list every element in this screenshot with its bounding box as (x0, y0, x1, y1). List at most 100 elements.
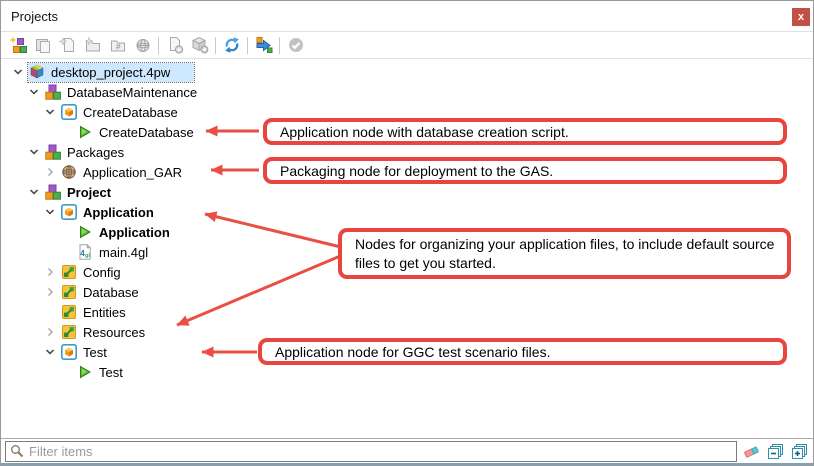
import-project-button[interactable] (30, 34, 55, 57)
vfolder-icon (61, 284, 77, 300)
tree-node[interactable]: Packages (44, 143, 127, 162)
chevron-down-icon[interactable] (44, 206, 56, 218)
tree-node[interactable]: Entities (60, 303, 129, 322)
tree-row[interactable]: CreateDatabase (2, 102, 812, 122)
tree-row[interactable]: Application_GAR (2, 162, 812, 182)
tree-node[interactable]: Application (60, 203, 157, 222)
tree-row[interactable]: Application (2, 202, 812, 222)
new-package-icon (134, 36, 152, 54)
toolbar-separator (247, 36, 248, 54)
tree-node[interactable]: desktop_project.4pw (26, 61, 196, 83)
new-project-button[interactable] (5, 34, 30, 57)
tree-node[interactable]: Test (76, 363, 126, 382)
chevron-spacer (44, 306, 56, 318)
search-icon (10, 444, 24, 458)
vfolder-icon (61, 264, 77, 280)
tree-row[interactable]: DatabaseMaintenance (2, 82, 812, 102)
collapse-all-button[interactable] (766, 442, 785, 461)
refresh-icon (223, 36, 241, 54)
refresh-button[interactable] (219, 34, 244, 57)
expand-all-icon (791, 443, 808, 460)
app-icon (61, 344, 77, 360)
close-button[interactable]: x (792, 8, 810, 26)
svg-text:gl: gl (85, 253, 90, 259)
tree-row[interactable]: desktop_project.4pw (2, 61, 812, 83)
tree-node[interactable]: Resources (60, 323, 148, 342)
project-icon (29, 64, 45, 80)
chevron-right-icon[interactable] (44, 326, 56, 338)
tree-node[interactable]: CreateDatabase (76, 123, 197, 142)
tree-row[interactable]: Application (2, 222, 812, 242)
tree-node[interactable]: Database (60, 283, 142, 302)
vfolder-icon (61, 324, 77, 340)
app-icon (61, 204, 77, 220)
tree-row[interactable]: Test (2, 342, 812, 362)
tree-row[interactable]: CreateDatabase (2, 122, 812, 142)
tree-node[interactable]: CreateDatabase (60, 103, 181, 122)
new-file-button[interactable] (55, 34, 80, 57)
tree-node[interactable]: Test (60, 343, 110, 362)
new-group-button[interactable] (80, 34, 105, 57)
tree-node[interactable]: Config (60, 263, 124, 282)
callout-create-database: Application node with database creation … (263, 118, 787, 145)
add-file-button[interactable] (162, 34, 187, 57)
chevron-down-icon[interactable] (12, 66, 24, 78)
callout-text: Application node with database creation … (280, 124, 569, 140)
add-package-button[interactable] (187, 34, 212, 57)
chevron-down-icon[interactable] (28, 146, 40, 158)
tree-row[interactable]: Resources (2, 322, 812, 342)
vfolder-icon (61, 304, 77, 320)
toolbar-separator (279, 36, 280, 54)
filter-input-box[interactable] (5, 440, 737, 462)
chevron-right-icon[interactable] (44, 286, 56, 298)
tree-node-label: DatabaseMaintenance (67, 84, 198, 100)
validate-button[interactable] (283, 34, 308, 57)
chevron-down-icon[interactable] (44, 346, 56, 358)
titlebar: Projects x (1, 1, 813, 32)
tree-row[interactable]: Test (2, 362, 812, 382)
filter-bar (1, 438, 813, 463)
chevron-spacer (60, 126, 72, 138)
tree-node-label: CreateDatabase (99, 124, 194, 140)
app-icon (61, 104, 77, 120)
svg-text:#: # (116, 43, 121, 52)
tree-row[interactable]: Database (2, 282, 812, 302)
chevron-right-icon[interactable] (44, 166, 56, 178)
chevron-right-icon[interactable] (44, 266, 56, 278)
tree-row[interactable]: Config (2, 262, 812, 282)
tree-node-label: Application (99, 224, 170, 240)
tree-node[interactable]: DatabaseMaintenance (44, 83, 200, 102)
tree-node-label: desktop_project.4pw (51, 64, 171, 80)
run-icon (77, 124, 93, 140)
callout-organizing-nodes: Nodes for organizing your application fi… (338, 228, 791, 279)
tree-node-label: Entities (83, 304, 126, 320)
tree-row[interactable]: Project (2, 182, 812, 202)
toolbar-separator (215, 36, 216, 54)
toolbar: # (1, 32, 813, 59)
tree-node[interactable]: Application (76, 223, 173, 242)
group-icon (45, 144, 61, 160)
new-package-button[interactable] (130, 34, 155, 57)
tree-row[interactable]: Entities (2, 302, 812, 322)
run-icon (77, 364, 93, 380)
build-icon (255, 36, 273, 54)
tree-node[interactable]: Application_GAR (60, 163, 185, 182)
tree-row[interactable]: Packages (2, 142, 812, 162)
tree-node-label: Application_GAR (83, 164, 182, 180)
chevron-down-icon[interactable] (28, 186, 40, 198)
filter-input[interactable] (29, 443, 734, 459)
callout-test-node: Application node for GGC test scenario f… (258, 338, 787, 365)
chevron-spacer (60, 226, 72, 238)
expand-all-button[interactable] (790, 442, 809, 461)
new-virtual-folder-button[interactable]: # (105, 34, 130, 57)
tree-node-label: Project (67, 184, 112, 200)
new-group-icon (84, 36, 102, 54)
chevron-down-icon[interactable] (44, 106, 56, 118)
tree-node[interactable]: Project (44, 183, 114, 202)
build-button[interactable] (251, 34, 276, 57)
clear-filter-button[interactable] (742, 442, 761, 461)
chevron-down-icon[interactable] (28, 86, 40, 98)
